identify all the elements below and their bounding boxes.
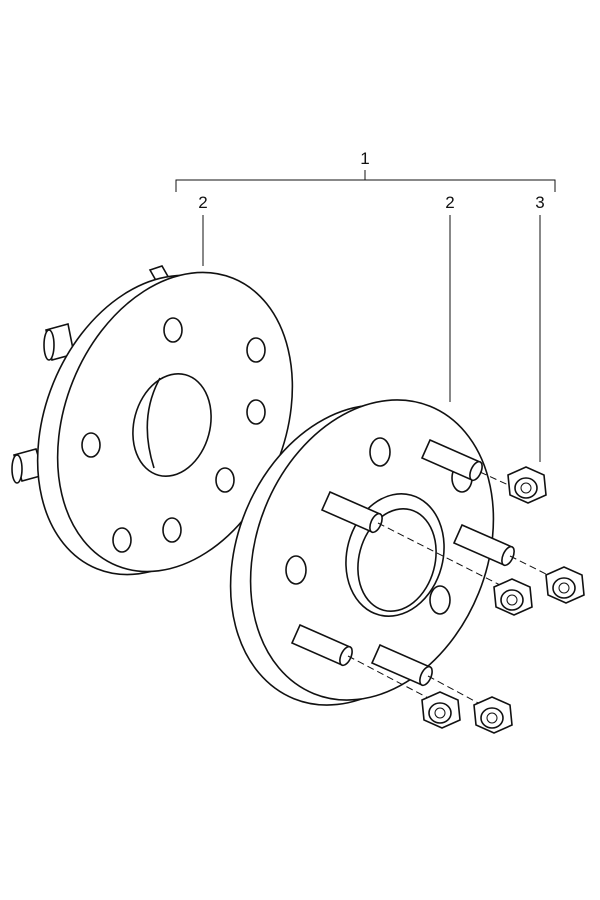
lug-nuts bbox=[421, 466, 585, 734]
stud bbox=[452, 523, 515, 567]
lug-nut bbox=[507, 466, 547, 504]
stud bbox=[320, 490, 383, 534]
stud bbox=[290, 623, 353, 667]
lug-nut bbox=[473, 696, 513, 734]
spacer-right bbox=[229, 399, 495, 706]
lug-nut bbox=[493, 578, 533, 616]
assembly-bracket bbox=[175, 170, 556, 192]
lug-nut bbox=[421, 691, 461, 729]
spacer-left bbox=[11, 265, 294, 576]
callout-2-right: 2 bbox=[445, 193, 454, 212]
lug-nut bbox=[545, 566, 585, 604]
stud bbox=[370, 643, 433, 687]
wheel-studs bbox=[290, 438, 549, 706]
callout-1: 1 bbox=[360, 149, 369, 168]
callout-3: 3 bbox=[535, 193, 544, 212]
callout-2-left: 2 bbox=[198, 193, 207, 212]
leader-lines bbox=[202, 215, 541, 462]
stud bbox=[420, 438, 483, 482]
